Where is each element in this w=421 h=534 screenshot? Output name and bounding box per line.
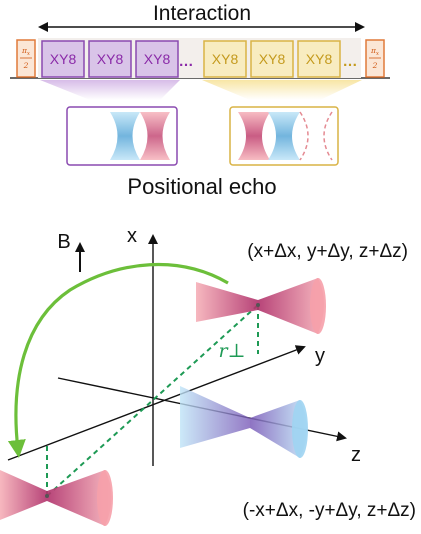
ellipsis-yellow: …	[343, 53, 358, 70]
svg-text:XY8: XY8	[306, 51, 333, 67]
svg-text:πx: πx	[370, 46, 380, 57]
echo-caption: Positional echo	[127, 174, 276, 199]
radial-dashed-line	[46, 304, 259, 497]
pulse-sub-left: x	[27, 51, 31, 57]
beam-upper-red	[196, 278, 326, 334]
echo-beam-blue-2	[268, 112, 300, 160]
xy8-block-yellow-3: XY8	[297, 40, 341, 78]
xy8-block-yellow-2: XY8	[250, 40, 294, 78]
coord-upper-label: (x+Δx, y+Δy, z+Δz)	[247, 241, 408, 262]
pulse-den-left: 2	[23, 61, 29, 70]
svg-text:πx: πx	[21, 46, 31, 57]
svg-text:XY8: XY8	[212, 51, 239, 67]
b-field-label: B	[57, 231, 70, 253]
r-perp-label: r⊥	[219, 340, 246, 362]
svg-text:XY8: XY8	[144, 51, 171, 67]
pulse-sub-right: x	[376, 51, 380, 57]
svg-text:XY8: XY8	[50, 51, 77, 67]
coordinate-diagram: B x y z r⊥	[0, 225, 416, 526]
x-axis-label: x	[127, 225, 137, 247]
xy8-block-yellow-1: XY8	[203, 40, 247, 78]
pi-half-pulse-right: πx 2	[365, 39, 385, 78]
coord-lower-label: (-x+Δx, -y+Δy, z+Δz)	[243, 500, 416, 521]
interaction-label: Interaction	[153, 2, 251, 25]
svg-text:XY8: XY8	[97, 51, 124, 67]
yellow-fan	[202, 80, 362, 100]
beam-blue	[180, 386, 308, 458]
xy8-block-purple-3: XY8	[135, 40, 179, 78]
swap-arrow	[7, 262, 229, 458]
beam-lower-red	[0, 470, 113, 526]
purple-fan	[40, 80, 180, 100]
y-axis-label: y	[315, 345, 325, 367]
echo-beam-blue-1	[110, 112, 140, 160]
xy8-block-purple-1: XY8	[41, 40, 85, 78]
positional-echo: Positional echo	[40, 80, 362, 199]
pulse-num-right: π	[370, 46, 377, 55]
pi-half-pulse-left: πx 2	[16, 39, 36, 78]
echo-beam-red-2	[238, 112, 270, 160]
svg-text:XY8: XY8	[259, 51, 286, 67]
pulse-den-right: 2	[372, 61, 378, 70]
echo-beam-red-1	[140, 112, 170, 160]
ellipsis-purple: …	[179, 53, 194, 70]
y-axis	[7, 345, 306, 461]
z-axis-label: z	[351, 444, 361, 466]
xy8-block-purple-2: XY8	[88, 40, 132, 78]
pulse-sequence: Interaction πx 2 πx 2 XY8 XY8	[10, 2, 390, 79]
pulse-num-left: π	[21, 46, 28, 55]
